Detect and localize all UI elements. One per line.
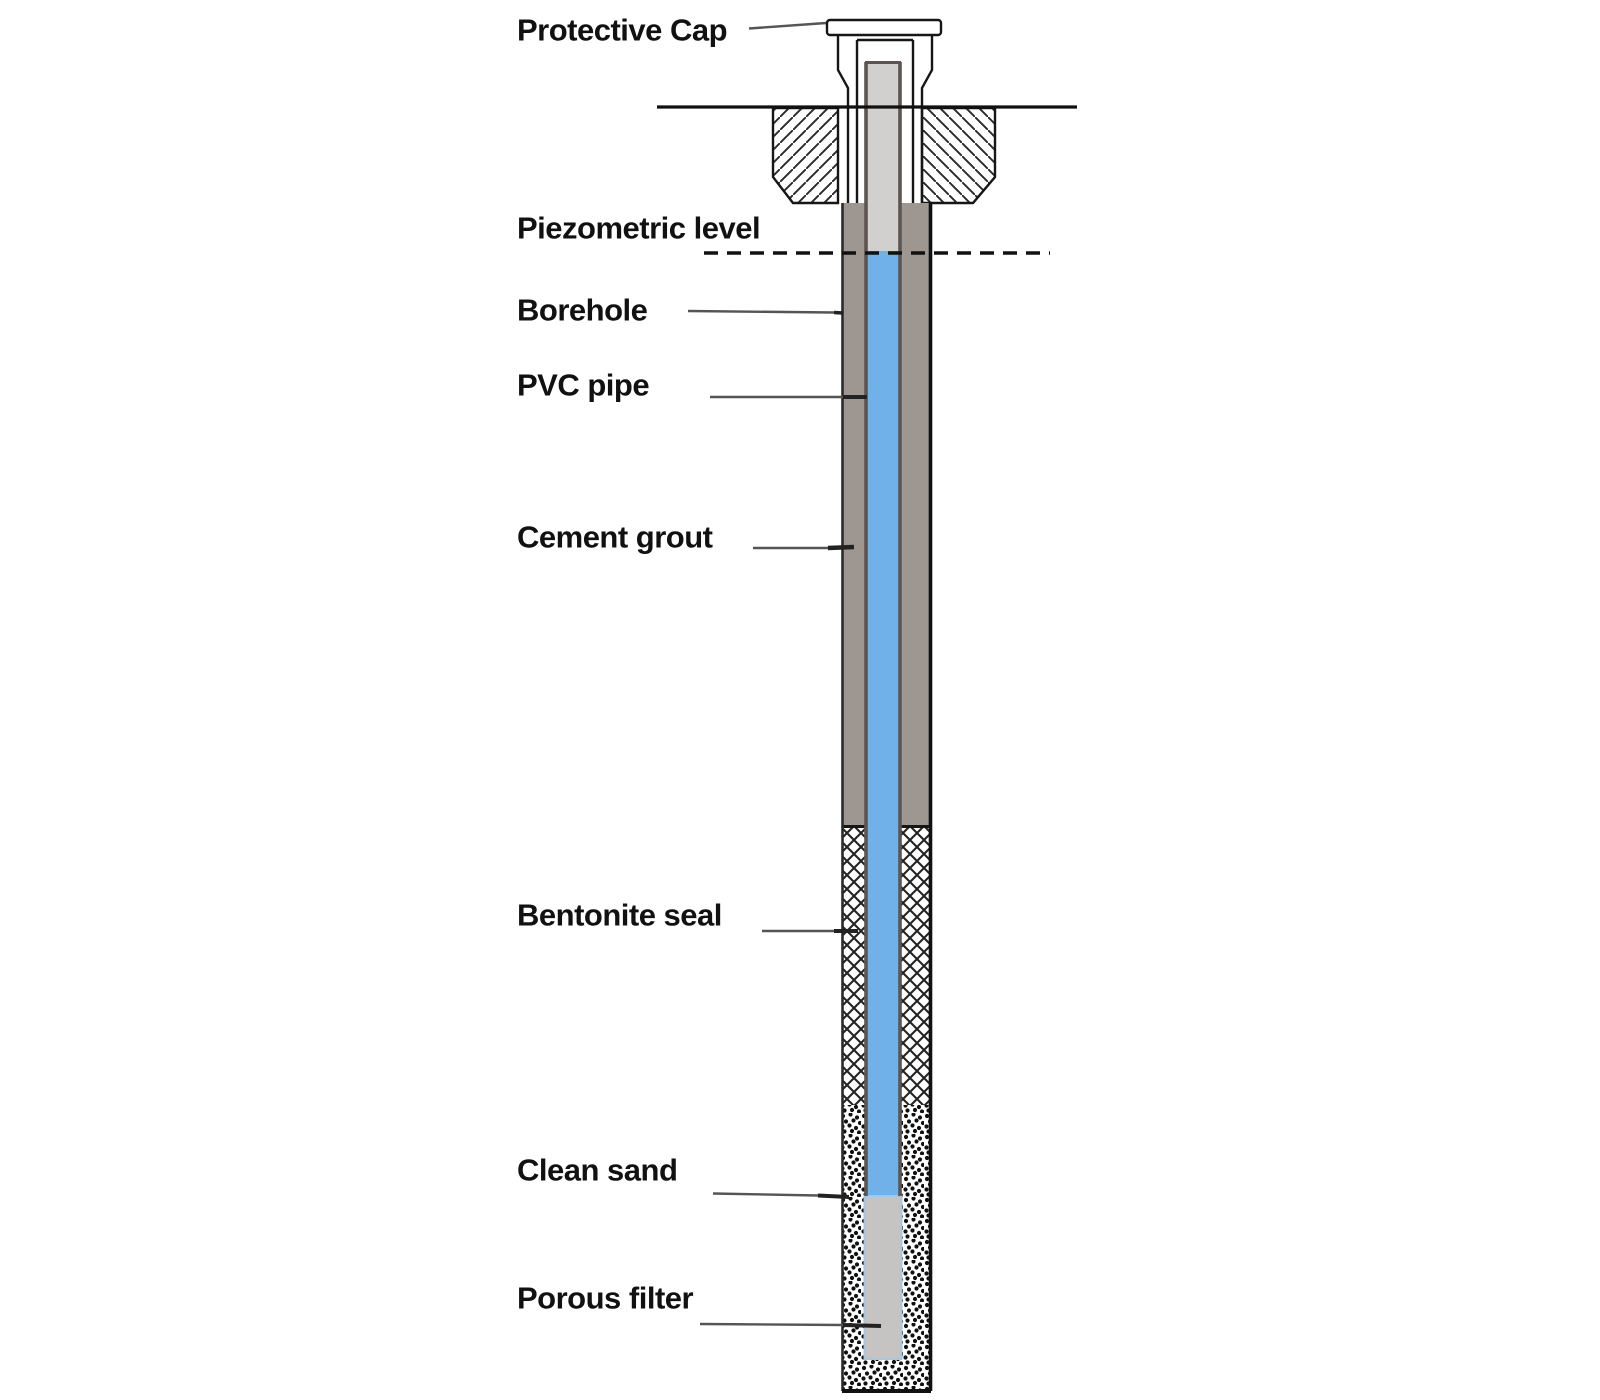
label-clean-sand: Clean sand xyxy=(517,1152,678,1188)
cap-top-plate xyxy=(825,18,943,37)
leader-lines xyxy=(687,21,882,1328)
leader-porous-filter-tip xyxy=(842,1323,882,1328)
leader-cement-grout-tip xyxy=(827,544,855,551)
label-piezometric-level: Piezometric level xyxy=(517,210,761,246)
cap-skirt-left-outer xyxy=(836,35,850,203)
leader-clean-sand xyxy=(712,1192,819,1197)
leader-borehole xyxy=(687,309,835,314)
cap-skirt-right-outer xyxy=(920,35,934,203)
leader-porous-filter xyxy=(699,1322,844,1327)
label-protective-cap: Protective Cap xyxy=(517,12,728,48)
concrete-pad-left xyxy=(771,106,840,205)
protective-cap-drawing xyxy=(825,18,943,203)
leader-protective-cap xyxy=(748,21,827,30)
water-column xyxy=(867,251,899,1196)
leader-clean-sand-tip xyxy=(817,1193,850,1199)
porous-filter-body xyxy=(863,1195,903,1360)
label-bentonite-seal: Bentonite seal xyxy=(517,897,722,933)
leader-borehole-tip xyxy=(833,310,844,315)
label-pvc-pipe: PVC pipe xyxy=(517,367,650,403)
concrete-pad-right xyxy=(920,106,997,205)
pipe-interior-above-water xyxy=(867,63,899,253)
label-borehole: Borehole xyxy=(517,292,648,328)
label-porous-filter: Porous filter xyxy=(517,1280,694,1316)
pvc-pipe-drawing xyxy=(863,61,903,1360)
label-cement-grout: Cement grout xyxy=(517,519,713,555)
